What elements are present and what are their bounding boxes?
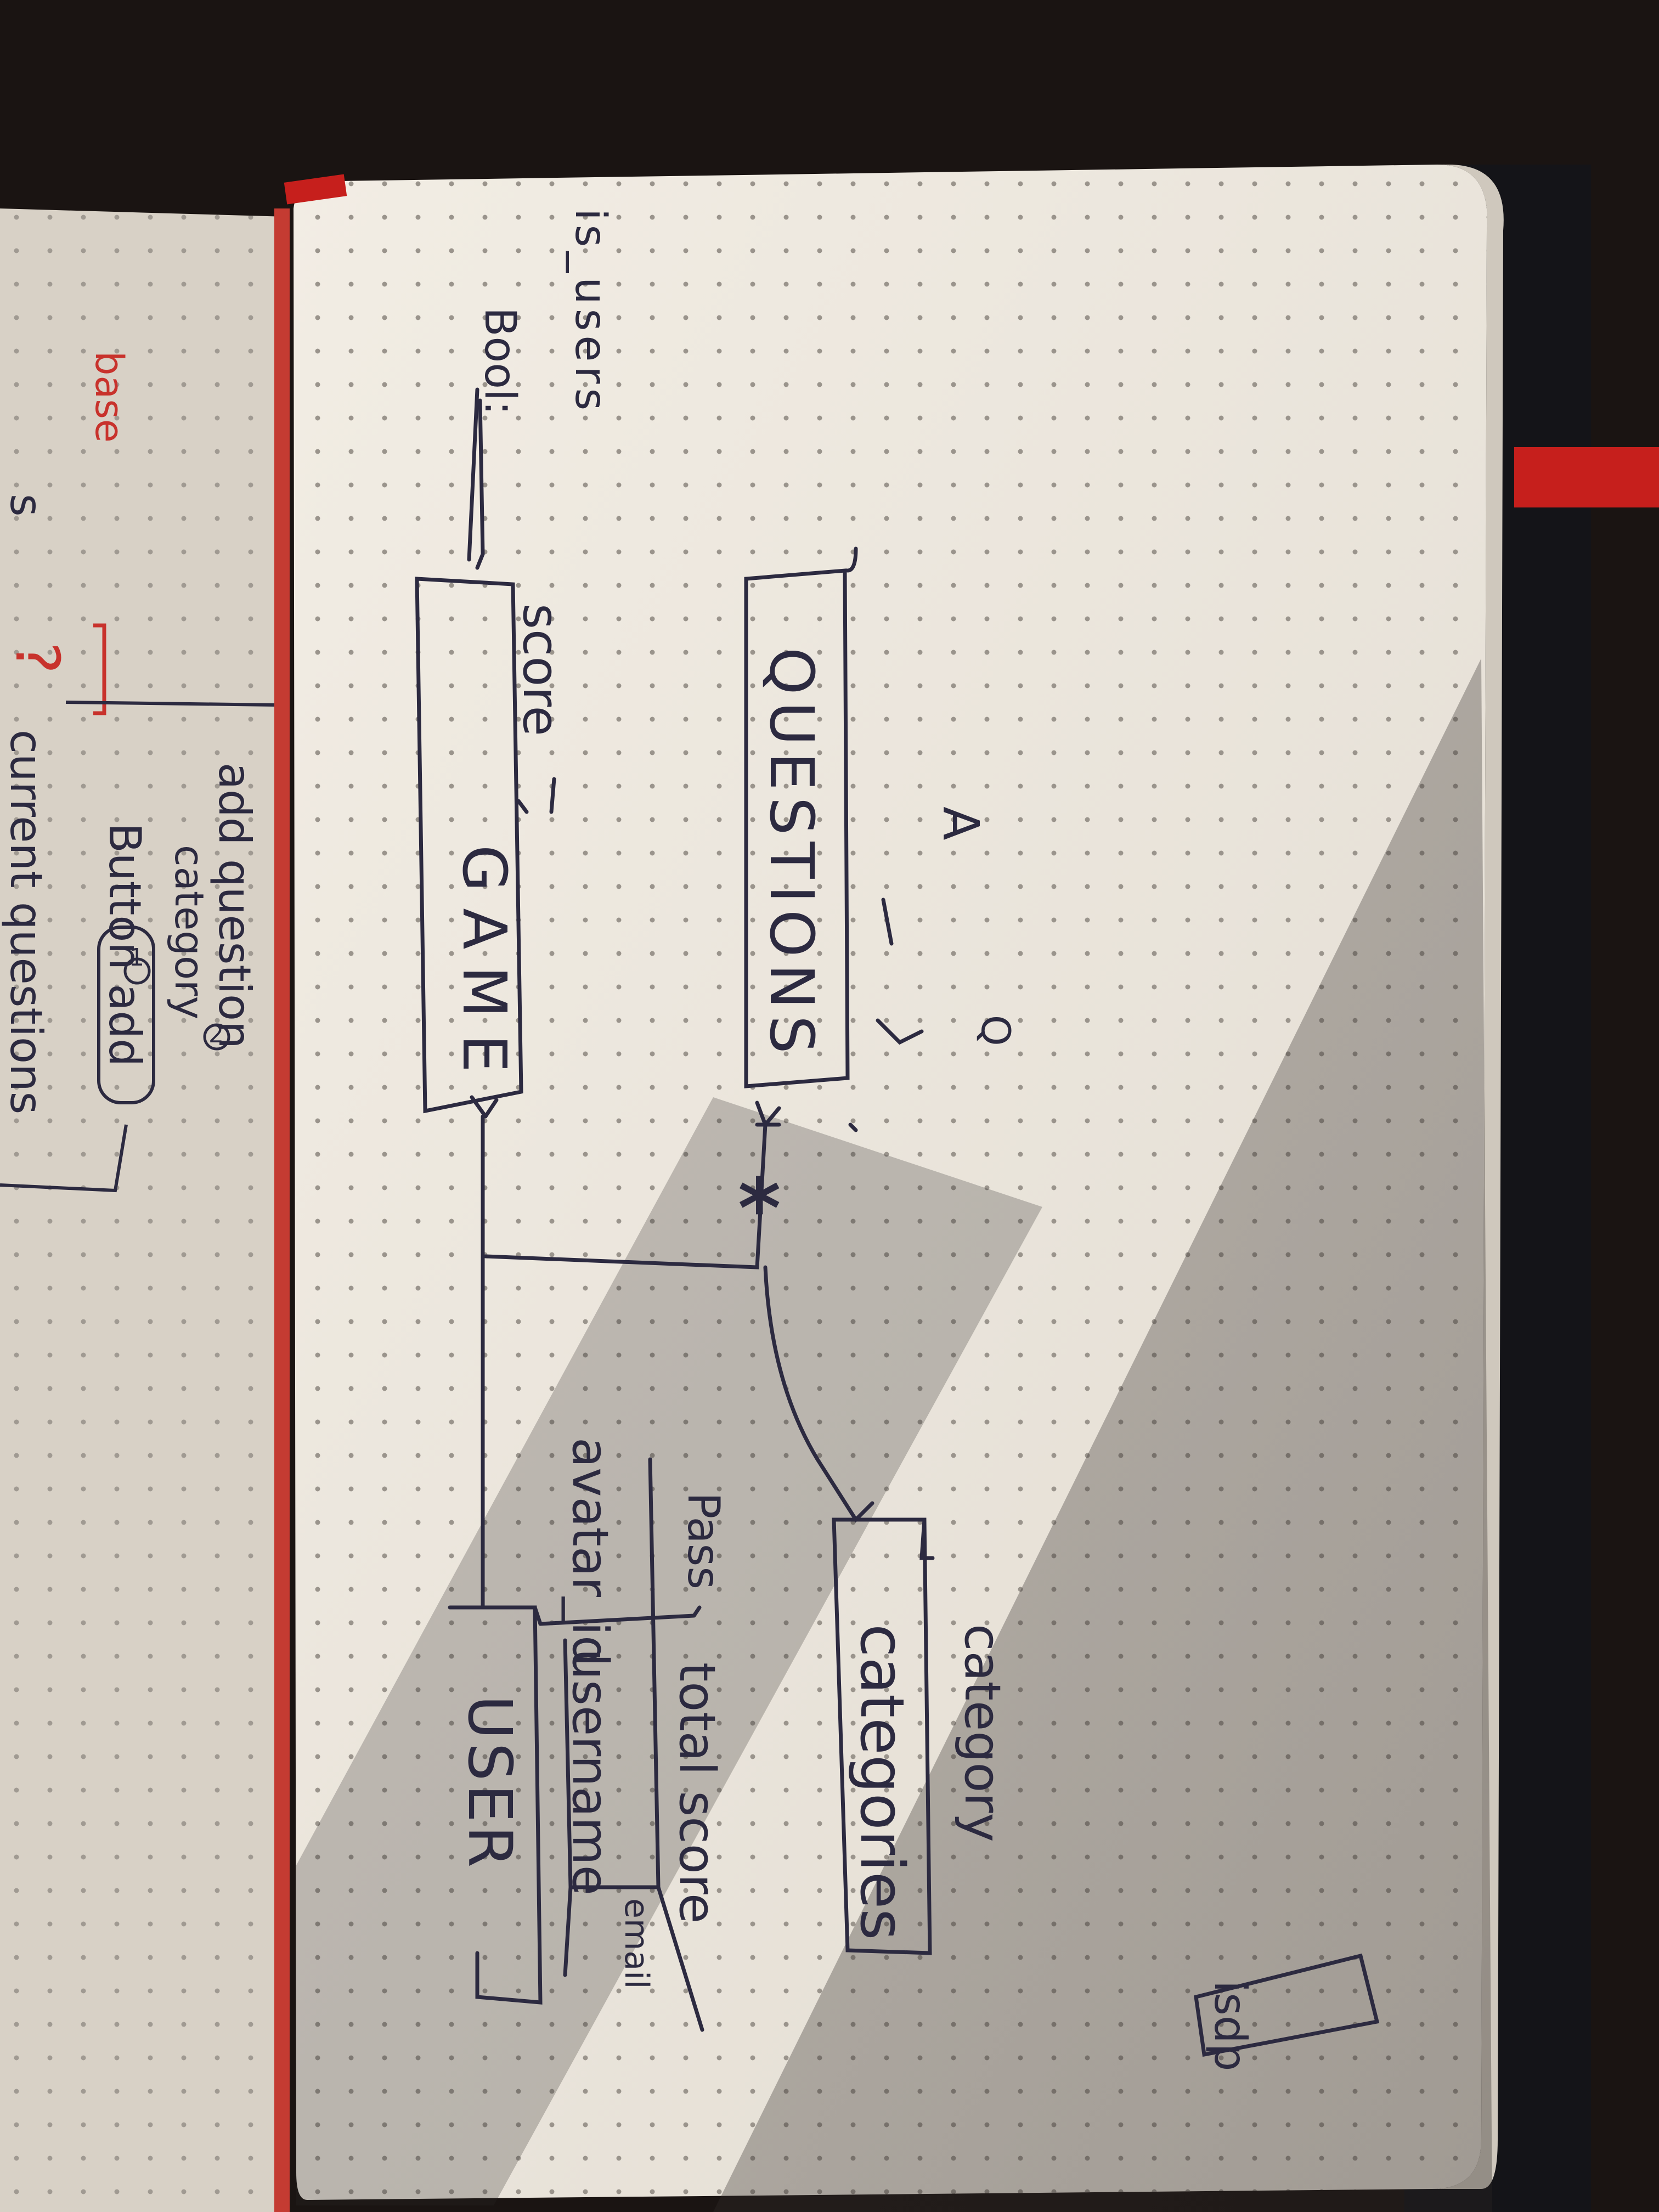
many-marker: * xyxy=(738,1161,781,1257)
game-questions-link xyxy=(483,1122,768,1269)
user-field-total-score: total score xyxy=(668,1662,726,1923)
button-outline xyxy=(97,926,155,1104)
arrow-head-game xyxy=(470,1095,499,1119)
step-marker-1: 1 xyxy=(129,944,144,972)
current-questions-label: current questions xyxy=(1,730,52,1114)
questions-entity-label: QUESTIONS xyxy=(757,647,827,1060)
questions-field-q: Q xyxy=(973,1015,1019,1046)
step-circle-1 xyxy=(123,957,151,985)
user-field-avatar-id: avatar_id xyxy=(561,1437,619,1667)
ribbon-top xyxy=(284,174,347,205)
user-field-grid xyxy=(538,1457,704,2032)
categories-field-category: category xyxy=(953,1624,1011,1842)
step-circle-2 xyxy=(203,1023,230,1051)
questions-box xyxy=(744,568,850,1088)
question-mark: ? xyxy=(2,642,72,674)
category-label: category xyxy=(166,845,212,1019)
game-box xyxy=(415,577,523,1114)
game-field-bool: Bool: xyxy=(475,307,524,415)
corner-tag-box xyxy=(1194,1953,1380,2057)
page-red-edge xyxy=(274,208,290,2212)
user-field-username: username xyxy=(561,1649,619,1895)
red-bracket xyxy=(93,623,106,715)
user-field-email: email xyxy=(617,1898,656,1989)
left-page xyxy=(0,208,290,2212)
flow-arrow xyxy=(0,1124,128,1193)
left-notes: base ? current questions Button add cate… xyxy=(0,351,275,1193)
fragment-s: s xyxy=(1,494,52,517)
game-field-is-users: is_users xyxy=(566,208,615,415)
game-field-score: score xyxy=(512,603,569,736)
arrow-head-questions xyxy=(755,1101,781,1127)
user-entity-label: USER xyxy=(455,1695,525,1871)
heading-fragment: base xyxy=(87,351,132,443)
questions-field-a: A xyxy=(932,806,989,840)
user-field-pass: Pass xyxy=(678,1492,729,1589)
er-diagram xyxy=(415,387,1380,2057)
categories-entity-label: categories xyxy=(847,1624,917,1940)
ribbon-right xyxy=(1514,447,1659,507)
corner-tag: isdp xyxy=(1205,1980,1256,2071)
categories-box xyxy=(832,1517,932,1955)
user-box xyxy=(448,1605,543,2005)
cast-shadow xyxy=(713,658,1492,2212)
categories-questions-link xyxy=(763,1265,874,1523)
add-question-label: add question xyxy=(209,763,260,1049)
game-entity-label: GAME xyxy=(449,845,520,1089)
button-add-label: Button add xyxy=(99,823,150,1066)
